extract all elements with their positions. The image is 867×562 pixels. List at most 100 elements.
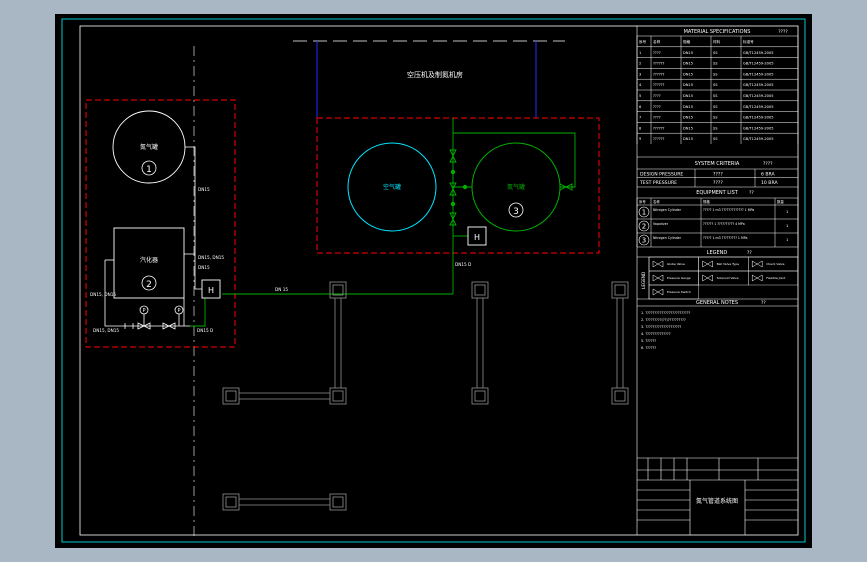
hose-connector-1[interactable] — [201, 279, 221, 299]
material-cell: ?????? — [653, 62, 665, 66]
nitrogen-main-line — [190, 118, 576, 327]
equip-qty: 1 — [786, 209, 789, 214]
pipe-label-3: DN15 — [198, 265, 210, 270]
material-cell: GB/T12459-2005 — [743, 105, 774, 109]
material-cell: SS — [713, 94, 718, 98]
equip-name: Nitrogen Cylinder — [653, 208, 682, 212]
legend-rev: ?? — [747, 250, 752, 256]
outer-frame — [61, 18, 806, 543]
material-cell: DN15 — [683, 137, 693, 141]
equip-spec: ????? 1 m3 ????????????? 1 MPa — [703, 208, 754, 212]
material-cell: GB/T12459-2005 — [743, 116, 774, 120]
equip-header-cell: 名称 — [653, 199, 660, 204]
material-cell: ?????? — [653, 72, 665, 76]
cad-drawing-area[interactable]: 空压机及制氮机房 氮气罐 1 汽化器 2 空气罐 氮气罐 3 P P — [55, 14, 812, 548]
legend-item-label: Ball Valve Type — [717, 262, 740, 266]
material-cell: SS — [713, 62, 718, 66]
valve-dot-2 — [450, 201, 456, 207]
material-cell: ?????? — [653, 83, 665, 87]
general-notes-rev: ?? — [761, 300, 766, 306]
material-cell: 6 — [639, 105, 642, 109]
equip-number-circle — [638, 206, 650, 218]
right-zone — [316, 117, 600, 254]
material-cell: 序号 — [639, 39, 647, 44]
legend-symbol — [702, 260, 713, 268]
hose-connector-2-label: H — [474, 233, 480, 242]
tank-1-number: 1 — [146, 165, 152, 175]
material-cell: GB/T12459-2005 — [743, 94, 774, 98]
tank-3-label: 氮气罐 — [507, 183, 525, 191]
legend-symbol — [702, 274, 713, 282]
pipe-label-2: DN15, DN15 — [198, 255, 224, 260]
room-label: 空压机及制氮机房 — [407, 70, 463, 79]
general-notes-lines: 1. ?????????????????????????2. ?????????… — [641, 311, 691, 350]
material-cell: DN15 — [683, 62, 693, 66]
material-cell: 7 — [639, 116, 641, 120]
material-cell: SS — [713, 116, 718, 120]
material-cell: ???? — [653, 94, 661, 98]
hose-connector-1-label: H — [208, 286, 214, 295]
equip-header-cell: 序号 — [639, 199, 646, 204]
equip-num: 3 — [642, 237, 646, 245]
general-note-line: 6. ?????? — [641, 346, 656, 350]
legend-symbol — [751, 260, 763, 268]
material-cell: GB/T12459-2005 — [743, 72, 774, 76]
drawing-title: 氮气管道系统图 — [696, 497, 738, 505]
general-note-line: 3. ???????????????????? — [641, 325, 682, 329]
material-cell: ???? — [653, 116, 661, 120]
material-cell: ???? — [653, 51, 661, 55]
equipment-list-title: EQUIPMENT LIST — [696, 190, 739, 196]
material-cell: SS — [713, 72, 718, 76]
material-cell: 材料 — [713, 39, 721, 44]
legend-symbol — [652, 288, 664, 296]
legend-side-label: LEGEND — [641, 272, 646, 289]
material-cell: 8 — [639, 126, 642, 130]
material-cell: GB/T12459-2005 — [743, 83, 774, 87]
equip-number-circle — [638, 220, 650, 232]
equip-qty: 1 — [786, 223, 789, 228]
title-block — [637, 458, 798, 535]
equip-number-circle — [638, 234, 650, 246]
equip-header-cell: 数量 — [777, 199, 784, 204]
tank-1-number-circle — [141, 160, 157, 176]
material-cell: 9 — [639, 137, 642, 141]
criteria-mid: ???? — [713, 172, 723, 178]
pipe-label-8: DN15 D — [455, 262, 471, 267]
legend-item-label: Flexible Joint — [766, 276, 786, 280]
material-cell: GB/T12459-2005 — [743, 137, 774, 141]
legend-cell — [648, 284, 699, 300]
equip-name: Nitrogen Cylinder — [653, 236, 682, 240]
material-cell: 规格 — [683, 39, 691, 44]
material-cell: DN15 — [683, 116, 693, 120]
material-cell: DN15 — [683, 51, 693, 55]
criteria-label: DESIGN PRESSURE — [640, 172, 683, 178]
piping-diagram: 空压机及制氮机房 氮气罐 1 汽化器 2 空气罐 氮气罐 3 P P — [61, 18, 806, 543]
equipment-list-rev: ?? — [749, 190, 754, 196]
valve-p-right: P — [177, 308, 180, 314]
material-cell: ?????? — [653, 137, 665, 141]
tank-3-number: 3 — [513, 207, 519, 217]
pipe-label-7: DN15 D — [197, 328, 213, 333]
equip-name: Vaporizer — [653, 222, 669, 226]
legend-symbol — [652, 274, 664, 282]
legend-item-label: Globe Valve — [667, 262, 685, 266]
material-cell: GB/T12459-2005 — [743, 126, 774, 130]
legend-item-label: Check Valve — [766, 262, 784, 266]
material-spec-title: MATERIAL SPECIFICATIONS — [684, 29, 751, 35]
structural-columns — [222, 281, 629, 511]
equip-num: 1 — [642, 209, 646, 217]
material-cell: 5 — [639, 94, 641, 98]
pipe-label-4: DN 15 — [275, 287, 288, 292]
valve-p-left: P — [142, 308, 145, 314]
inner-frame — [79, 25, 799, 536]
hose-connector-2[interactable] — [467, 226, 487, 246]
legend-item-label: Pressure Gauge — [667, 276, 691, 280]
pipe-label-6: DN15, DN15 — [90, 292, 116, 297]
air-tank[interactable] — [347, 142, 437, 232]
tank-2[interactable] — [113, 227, 185, 299]
system-criteria-rev: ???? — [763, 161, 773, 167]
system-criteria-title: SYSTEM CRITERIA — [695, 161, 740, 167]
criteria-label: TEST PRESSURE — [639, 180, 677, 186]
